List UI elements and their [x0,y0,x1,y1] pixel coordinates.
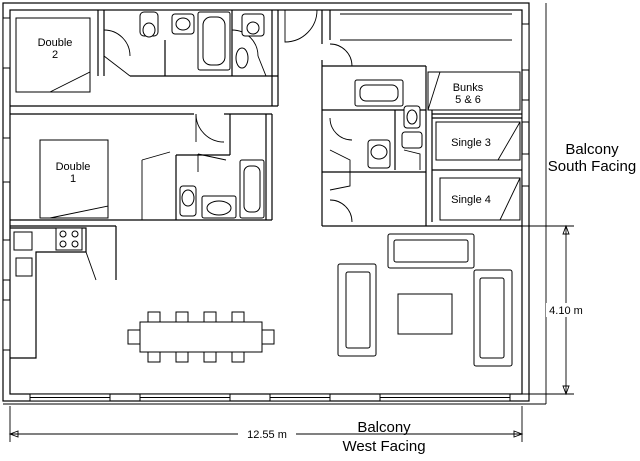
kitchen-living [10,227,513,367]
balcony-south-line1: Balcony [565,141,619,158]
dimension-lines [8,224,586,442]
single-3-label: Single 3 [451,137,491,149]
balcony-west-line2: West Facing [342,438,425,455]
balcony-south-line2: South Facing [548,158,636,175]
bunks-num: 5 & 6 [455,94,481,106]
windows [2,17,530,402]
balcony-labels: Balcony South Facing Balcony West Facing [342,141,636,455]
double-1-name: Double [56,161,91,173]
room-labels: Double 2 Double 1 Bunks 5 & 6 Single 3 S… [38,37,491,206]
bathroom-fixtures [139,11,423,219]
double-2-num: 2 [52,49,58,61]
outer-walls [2,2,547,405]
interior-walls [10,10,522,280]
single-4-label: Single 4 [451,194,491,206]
doors [85,9,421,281]
double-1-num: 1 [70,173,76,185]
bunks-name: Bunks [453,82,484,94]
balcony-west-line1: Balcony [357,419,411,436]
double-2-name: Double [38,37,73,49]
width-dimension: 12.55 m [247,429,287,441]
dimension-labels: 12.55 m 4.10 m [247,305,583,441]
depth-dimension: 4.10 m [549,305,583,317]
beds [15,17,521,221]
